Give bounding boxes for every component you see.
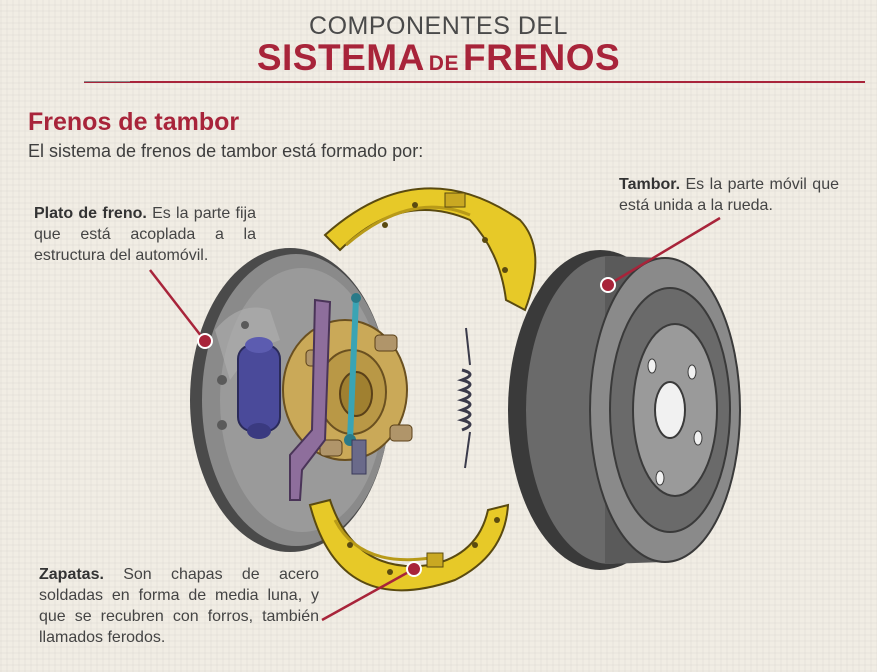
wheel-cylinder [237, 337, 281, 439]
section-heading: Frenos de tambor [28, 108, 240, 136]
callout-tambor-term: Tambor. [619, 176, 681, 193]
leader-tambor [600, 216, 721, 293]
callout-tambor: Tambor. Es la parte móvil que está unida… [619, 174, 839, 216]
callout-plato-text: Es la parte fija que está acoplada a la … [34, 205, 257, 264]
title-connector: DE [428, 52, 459, 75]
brake-shoe-upper [323, 187, 537, 312]
callout-plato: Plato de freno. Es la parte fija que est… [34, 203, 256, 266]
leader-zapatas [321, 561, 422, 622]
callout-zapatas-text: Son chapas de acero soldadas en forma de… [39, 566, 319, 646]
title-line-1: COMPONENTES DEL [309, 12, 568, 40]
callout-zapatas-term: Zapatas. [39, 566, 104, 583]
title-divider [84, 81, 865, 83]
title-divider-accent [84, 81, 130, 82]
callout-zapatas: Zapatas. Son chapas de acero soldadas en… [39, 564, 319, 648]
brake-shoe-lower [308, 498, 510, 592]
leader-plato [149, 269, 213, 349]
adjuster-lever [289, 298, 332, 501]
title-word-sistema: SISTEMA [256, 37, 425, 78]
section-intro: El sistema de frenos de tambor está form… [28, 141, 424, 161]
callout-tambor-text: Es la parte móvil que está unida a la ru… [619, 176, 839, 214]
return-spring [456, 327, 472, 469]
adjuster-spring [344, 293, 367, 475]
title-word-frenos: FRENOS [462, 37, 621, 78]
brake-drum [508, 250, 741, 570]
callout-plato-term: Plato de freno. [34, 205, 147, 222]
